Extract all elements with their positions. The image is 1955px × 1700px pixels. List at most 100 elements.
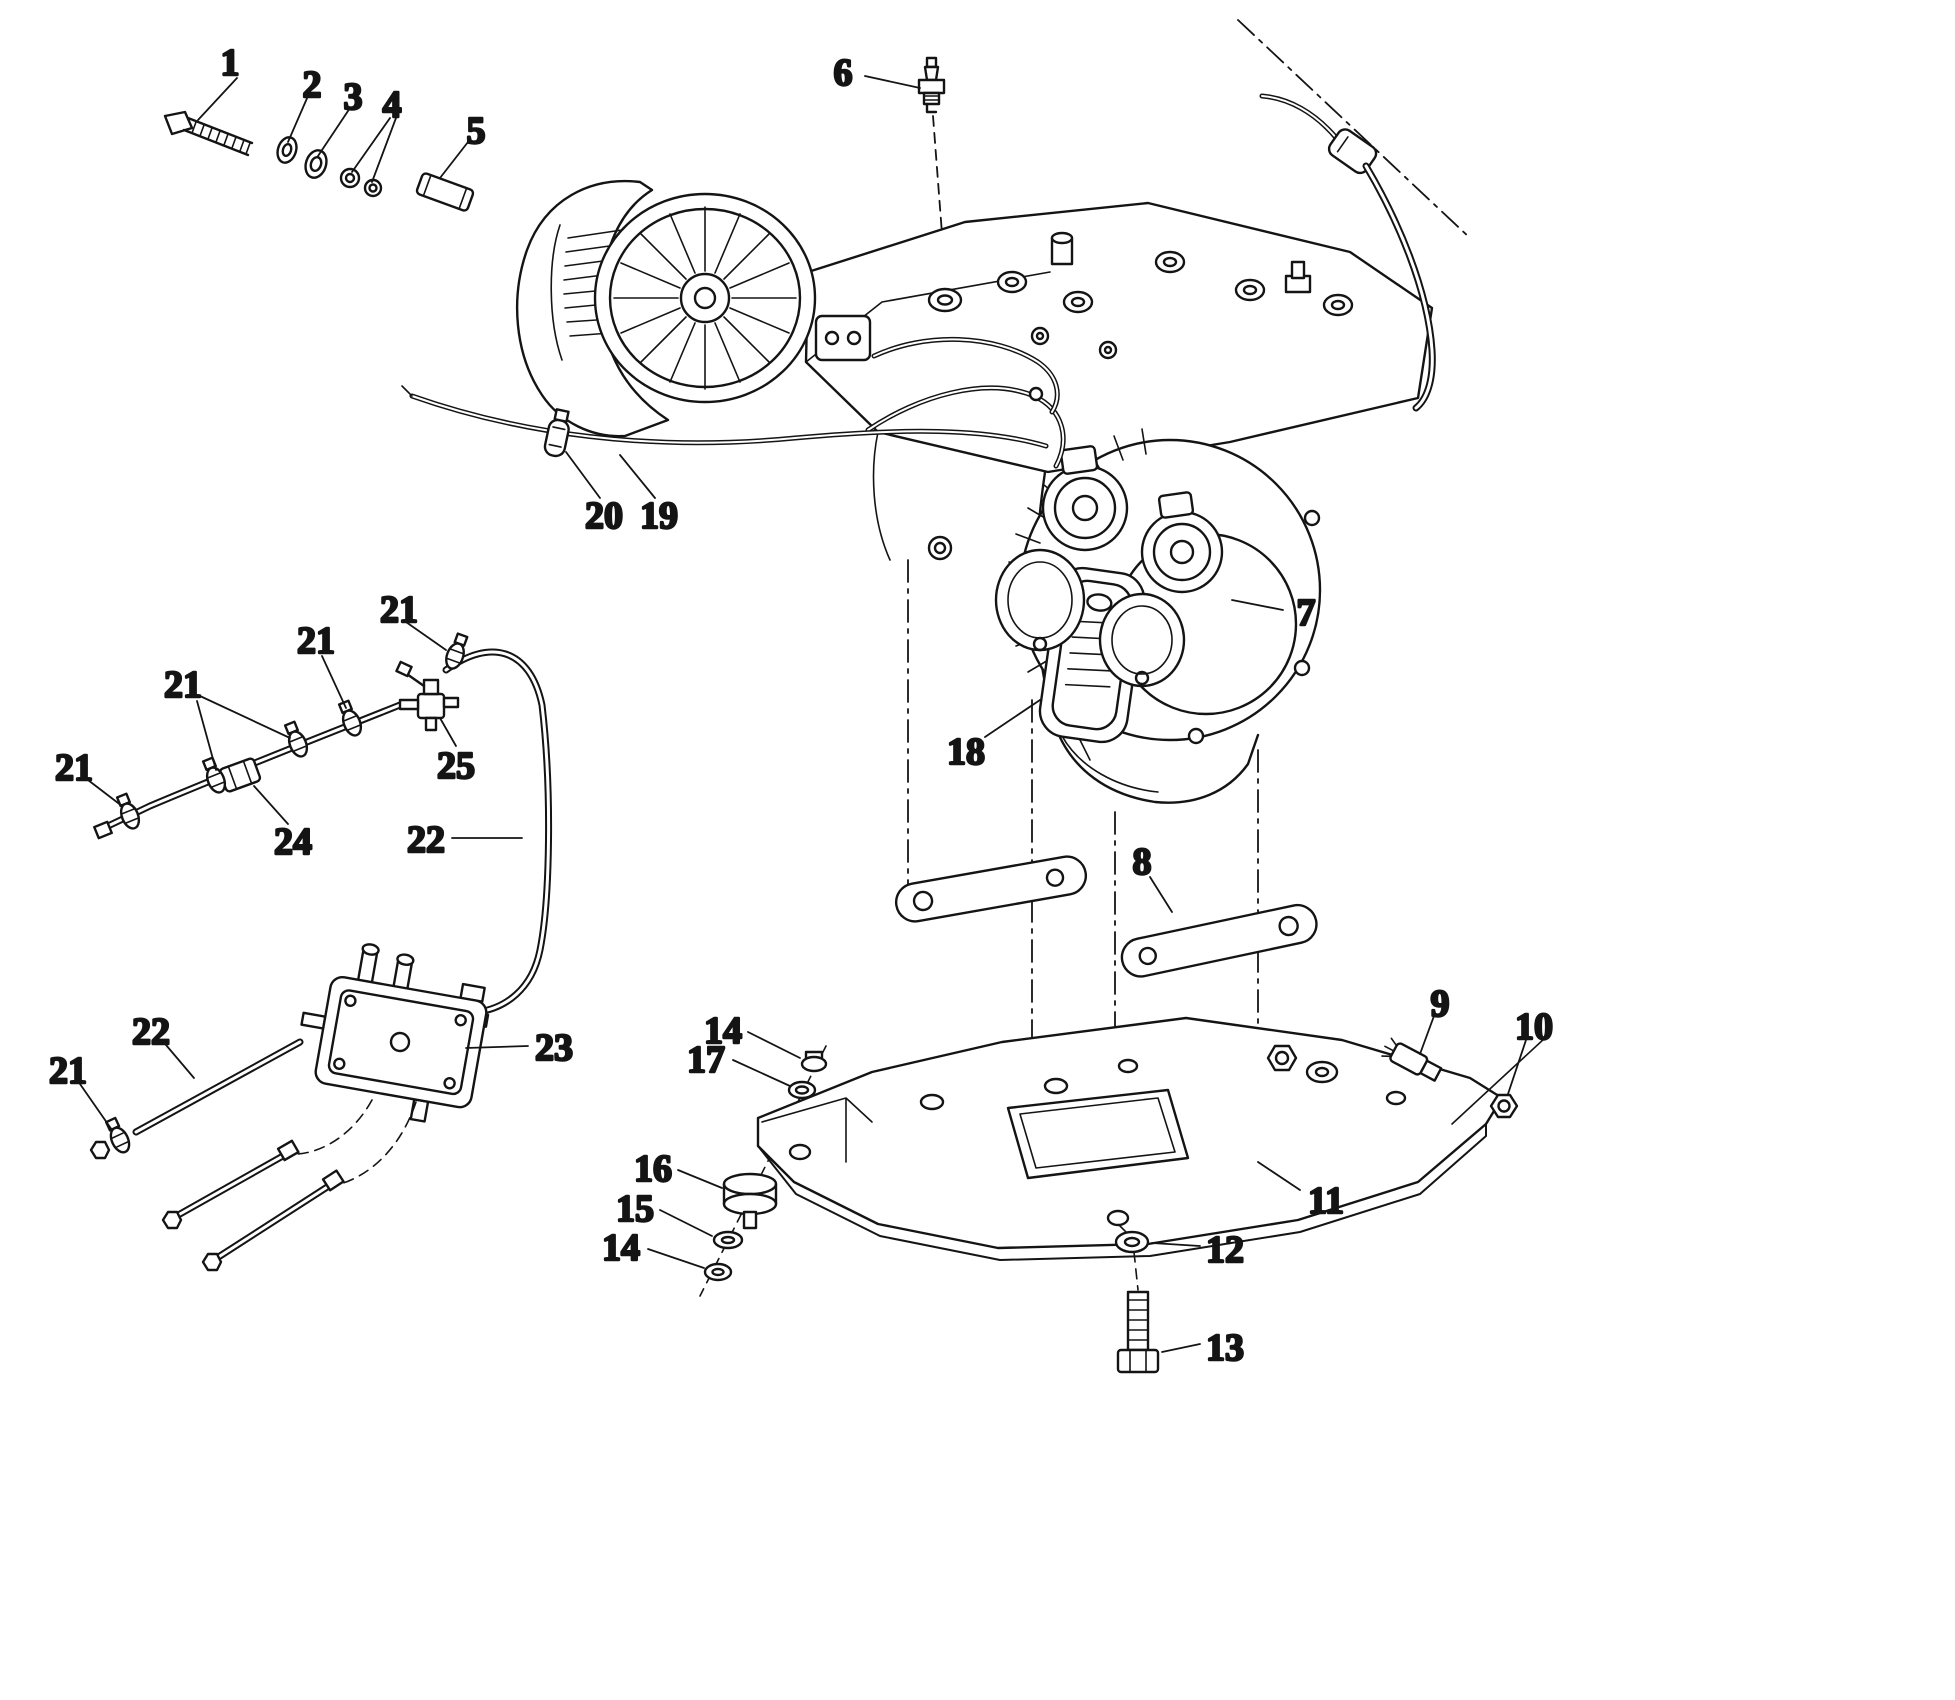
- callout-11: 11: [1308, 1180, 1344, 1222]
- plate-washer: [1305, 1060, 1339, 1084]
- fuel-system: [89, 632, 553, 1272]
- leader-line: [439, 717, 457, 747]
- hose-clamp: [201, 756, 227, 794]
- hose-clamp: [115, 792, 141, 830]
- leader-line: [87, 779, 123, 807]
- callout-1: 1: [221, 42, 240, 84]
- callout-17: 17: [687, 1039, 725, 1081]
- leader-line: [1161, 1343, 1201, 1353]
- spark-plug-wire: [1259, 93, 1436, 412]
- elbow-fitting: [1284, 260, 1312, 294]
- callout-21: 21: [380, 589, 418, 631]
- leader-line: [197, 77, 238, 121]
- washer-3: [304, 149, 328, 179]
- leader-line: [79, 1083, 113, 1131]
- leader-line: [1231, 599, 1284, 611]
- leader-line: [199, 695, 291, 739]
- hose-end-nut: [201, 1252, 223, 1272]
- fuel-pump: [300, 943, 490, 1123]
- leader-line: [647, 1248, 705, 1269]
- callout-9: 9: [1431, 983, 1450, 1025]
- choke-cable: [401, 385, 1049, 458]
- washer-17: [787, 1080, 817, 1100]
- mount-strip-front: [894, 855, 1088, 923]
- leader-line: [1507, 1039, 1527, 1095]
- callout-4: 4: [383, 84, 402, 126]
- spacer: [415, 172, 475, 212]
- leader-line: [196, 700, 217, 771]
- leader-line: [1149, 876, 1173, 913]
- engine-assembly: [804, 93, 1436, 804]
- callout-21: 21: [297, 620, 335, 662]
- callout-14: 14: [704, 1010, 742, 1052]
- hose-clamp: [337, 699, 363, 737]
- callout-6: 6: [834, 52, 853, 94]
- callout-5: 5: [467, 110, 486, 152]
- callout-13: 13: [1206, 1327, 1244, 1369]
- leader-line: [1151, 1242, 1201, 1247]
- washer-15: [712, 1230, 744, 1250]
- leader-line: [864, 75, 921, 89]
- skid-plate: [756, 1016, 1504, 1261]
- callout-24: 24: [274, 821, 312, 863]
- leader-line: [287, 95, 309, 143]
- callout-10: 10: [1515, 1006, 1553, 1048]
- hex-nut-10: [1489, 1093, 1519, 1119]
- flange-nut: [1266, 1044, 1298, 1072]
- leader-line: [371, 117, 397, 183]
- leader-line: [984, 699, 1041, 738]
- hose-clamp: [283, 720, 309, 758]
- callout-22: 22: [132, 1011, 170, 1053]
- leader-line: [1419, 1015, 1435, 1055]
- fan-spokes: [613, 206, 797, 390]
- callout-18: 18: [947, 731, 985, 773]
- mount-bolt-14: [800, 1050, 828, 1073]
- washer-14b: [703, 1262, 733, 1282]
- leader-line: [465, 1045, 529, 1049]
- leader-line: [677, 1169, 723, 1189]
- mount-strip-rear: [1120, 903, 1318, 978]
- leader-line: [253, 785, 289, 825]
- leader-line: [405, 621, 447, 651]
- leader-line: [317, 107, 351, 157]
- callout-19: 19: [640, 495, 678, 537]
- callout-21: 21: [55, 747, 93, 789]
- leader-line: [321, 655, 347, 709]
- hose-clamp: [445, 632, 469, 670]
- callout-3: 3: [344, 76, 363, 118]
- leader-line: [619, 454, 656, 499]
- hose-fitting: [1381, 1037, 1443, 1082]
- callout-12: 12: [1206, 1229, 1244, 1271]
- leader-line: [1257, 1161, 1301, 1191]
- cylinder-fitting: [1050, 231, 1074, 266]
- mounting-bolt-13: [1116, 1290, 1160, 1374]
- recoil-fan-assembly: [515, 179, 817, 438]
- callout-21: 21: [164, 664, 202, 706]
- callout-7: 7: [1297, 592, 1316, 634]
- spark-plug: [917, 56, 946, 114]
- callout-2: 2: [303, 64, 322, 106]
- leader-line: [659, 1209, 713, 1237]
- callout-20: 20: [585, 495, 623, 537]
- leader-line: [747, 1031, 801, 1059]
- callout-22: 22: [407, 819, 445, 861]
- callout-14: 14: [602, 1227, 640, 1269]
- fuel-lines: [865, 336, 1066, 469]
- leader-line: [165, 1044, 195, 1079]
- callout-16: 16: [634, 1148, 672, 1190]
- fuel-valve: [395, 660, 460, 732]
- washer-12: [1114, 1225, 1150, 1291]
- leader-line: [732, 1059, 791, 1087]
- hex-bolt: [163, 110, 254, 157]
- washer-2: [276, 136, 298, 164]
- cable-clamp: [543, 408, 570, 458]
- hose-end-nut: [161, 1210, 183, 1230]
- hose-end-nut: [89, 1140, 111, 1160]
- callout-21: 21: [49, 1050, 87, 1092]
- leader-lines: [79, 75, 1527, 1353]
- leader-line: [439, 141, 469, 179]
- rubber-mount-16: [722, 1172, 778, 1230]
- callout-15: 15: [616, 1188, 654, 1230]
